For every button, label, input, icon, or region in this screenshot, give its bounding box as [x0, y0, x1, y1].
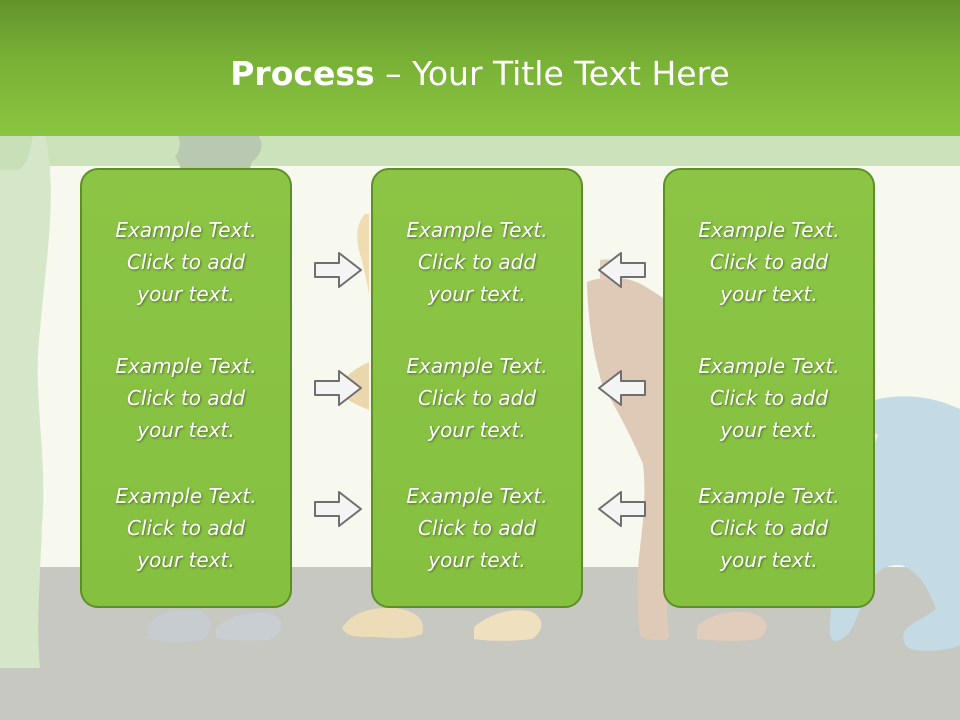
text-line: Click to add — [709, 250, 829, 274]
text-line: your text. — [137, 548, 235, 572]
arrow-left-icon[interactable] — [596, 488, 648, 530]
title-rest-text: – Your Title Text Here — [374, 54, 730, 93]
panel-right-text-block-3[interactable]: Example Text. Click to add your text. — [665, 480, 873, 576]
text-line: your text. — [720, 548, 818, 572]
text-line: your text. — [428, 418, 526, 442]
text-line: Click to add — [126, 386, 246, 410]
text-line: your text. — [720, 418, 818, 442]
panel-center-text-block-2[interactable]: Example Text. Click to add your text. — [373, 350, 581, 446]
text-line: your text. — [137, 418, 235, 442]
text-line: Click to add — [126, 516, 246, 540]
text-line: your text. — [428, 548, 526, 572]
text-line: Example Text. — [698, 218, 840, 242]
title-bold-text: Process — [230, 54, 375, 93]
page-title[interactable]: Process – Your Title Text Here — [0, 52, 960, 96]
arrow-right-icon[interactable] — [312, 488, 364, 530]
process-panel-center[interactable]: Example Text. Click to add your text. Ex… — [371, 168, 583, 608]
text-line: Example Text. — [115, 484, 257, 508]
process-panel-right[interactable]: Example Text. Click to add your text. Ex… — [663, 168, 875, 608]
text-line: Click to add — [417, 250, 537, 274]
arrow-left-icon[interactable] — [596, 249, 648, 291]
title-banner: Process – Your Title Text Here — [0, 0, 960, 136]
process-panel-left[interactable]: Example Text. Click to add your text. Ex… — [80, 168, 292, 608]
text-line: your text. — [720, 282, 818, 306]
panel-right-text-block-1[interactable]: Example Text. Click to add your text. — [665, 214, 873, 310]
text-line: Example Text. — [698, 354, 840, 378]
text-line: your text. — [428, 282, 526, 306]
text-line: Example Text. — [115, 218, 257, 242]
text-line: Example Text. — [406, 484, 548, 508]
text-line: Click to add — [709, 386, 829, 410]
panel-left-text-block-3[interactable]: Example Text. Click to add your text. — [82, 480, 290, 576]
text-line: Click to add — [417, 386, 537, 410]
text-line: Example Text. — [406, 218, 548, 242]
panel-right-text-block-2[interactable]: Example Text. Click to add your text. — [665, 350, 873, 446]
panel-center-text-block-1[interactable]: Example Text. Click to add your text. — [373, 214, 581, 310]
text-line: your text. — [137, 282, 235, 306]
panel-left-text-block-2[interactable]: Example Text. Click to add your text. — [82, 350, 290, 446]
text-line: Click to add — [709, 516, 829, 540]
arrow-right-icon[interactable] — [312, 367, 364, 409]
text-line: Click to add — [126, 250, 246, 274]
panel-left-text-block-1[interactable]: Example Text. Click to add your text. — [82, 214, 290, 310]
arrow-left-icon[interactable] — [596, 367, 648, 409]
arrow-right-icon[interactable] — [312, 249, 364, 291]
text-line: Example Text. — [115, 354, 257, 378]
panel-center-text-block-3[interactable]: Example Text. Click to add your text. — [373, 480, 581, 576]
text-line: Example Text. — [406, 354, 548, 378]
text-line: Example Text. — [698, 484, 840, 508]
text-line: Click to add — [417, 516, 537, 540]
